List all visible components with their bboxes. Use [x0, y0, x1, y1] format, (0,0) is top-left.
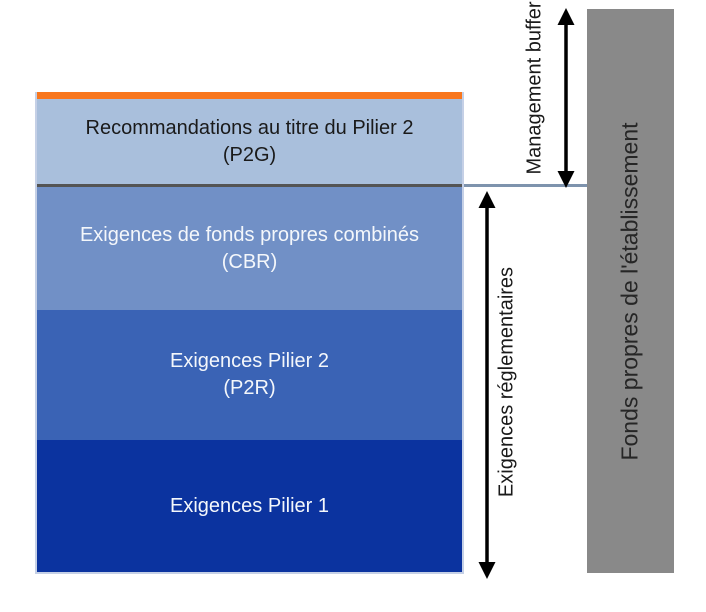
- block-p2g: Recommandations au titre du Pilier 2 (P2…: [37, 99, 462, 184]
- block-cbr: Exigences de fonds propres combinés (CBR…: [37, 187, 462, 310]
- own-funds-label: Fonds propres de l'établissement: [617, 121, 644, 461]
- block-p2r-subtitle: (P2R): [223, 377, 276, 399]
- block-p2g-title: Recommandations au titre du Pilier 2: [85, 116, 414, 139]
- block-cbr-title: Exigences de fonds propres combinés: [79, 223, 420, 246]
- regulatory-requirements-label: Exigences réglementaires: [495, 266, 518, 498]
- block-p2r: Exigences Pilier 2 (P2R): [37, 310, 462, 440]
- block-pilier1-title: Exigences Pilier 1: [170, 494, 329, 517]
- p2g-cbr-divider-line: [37, 184, 462, 187]
- capital-stack: Recommandations au titre du Pilier 2 (P2…: [35, 92, 464, 574]
- block-p2r-title: Exigences Pilier 2: [170, 350, 329, 372]
- block-p2g-subtitle: (P2G): [222, 143, 277, 166]
- own-funds-bar: Fonds propres de l'établissement: [587, 9, 674, 573]
- p2g-orange-accent-bar: [37, 92, 462, 99]
- management-buffer-arrow: [557, 8, 575, 188]
- block-cbr-subtitle: (CBR): [221, 250, 278, 273]
- management-buffer-label-line1: Management: [523, 57, 546, 175]
- management-buffer-label: Management buffer: [524, 1, 547, 174]
- management-buffer-label-line2: buffer: [523, 1, 546, 53]
- regulatory-requirements-arrow: [478, 191, 496, 579]
- requirements-threshold-line: [464, 184, 587, 187]
- block-pilier1: Exigences Pilier 1: [37, 440, 462, 572]
